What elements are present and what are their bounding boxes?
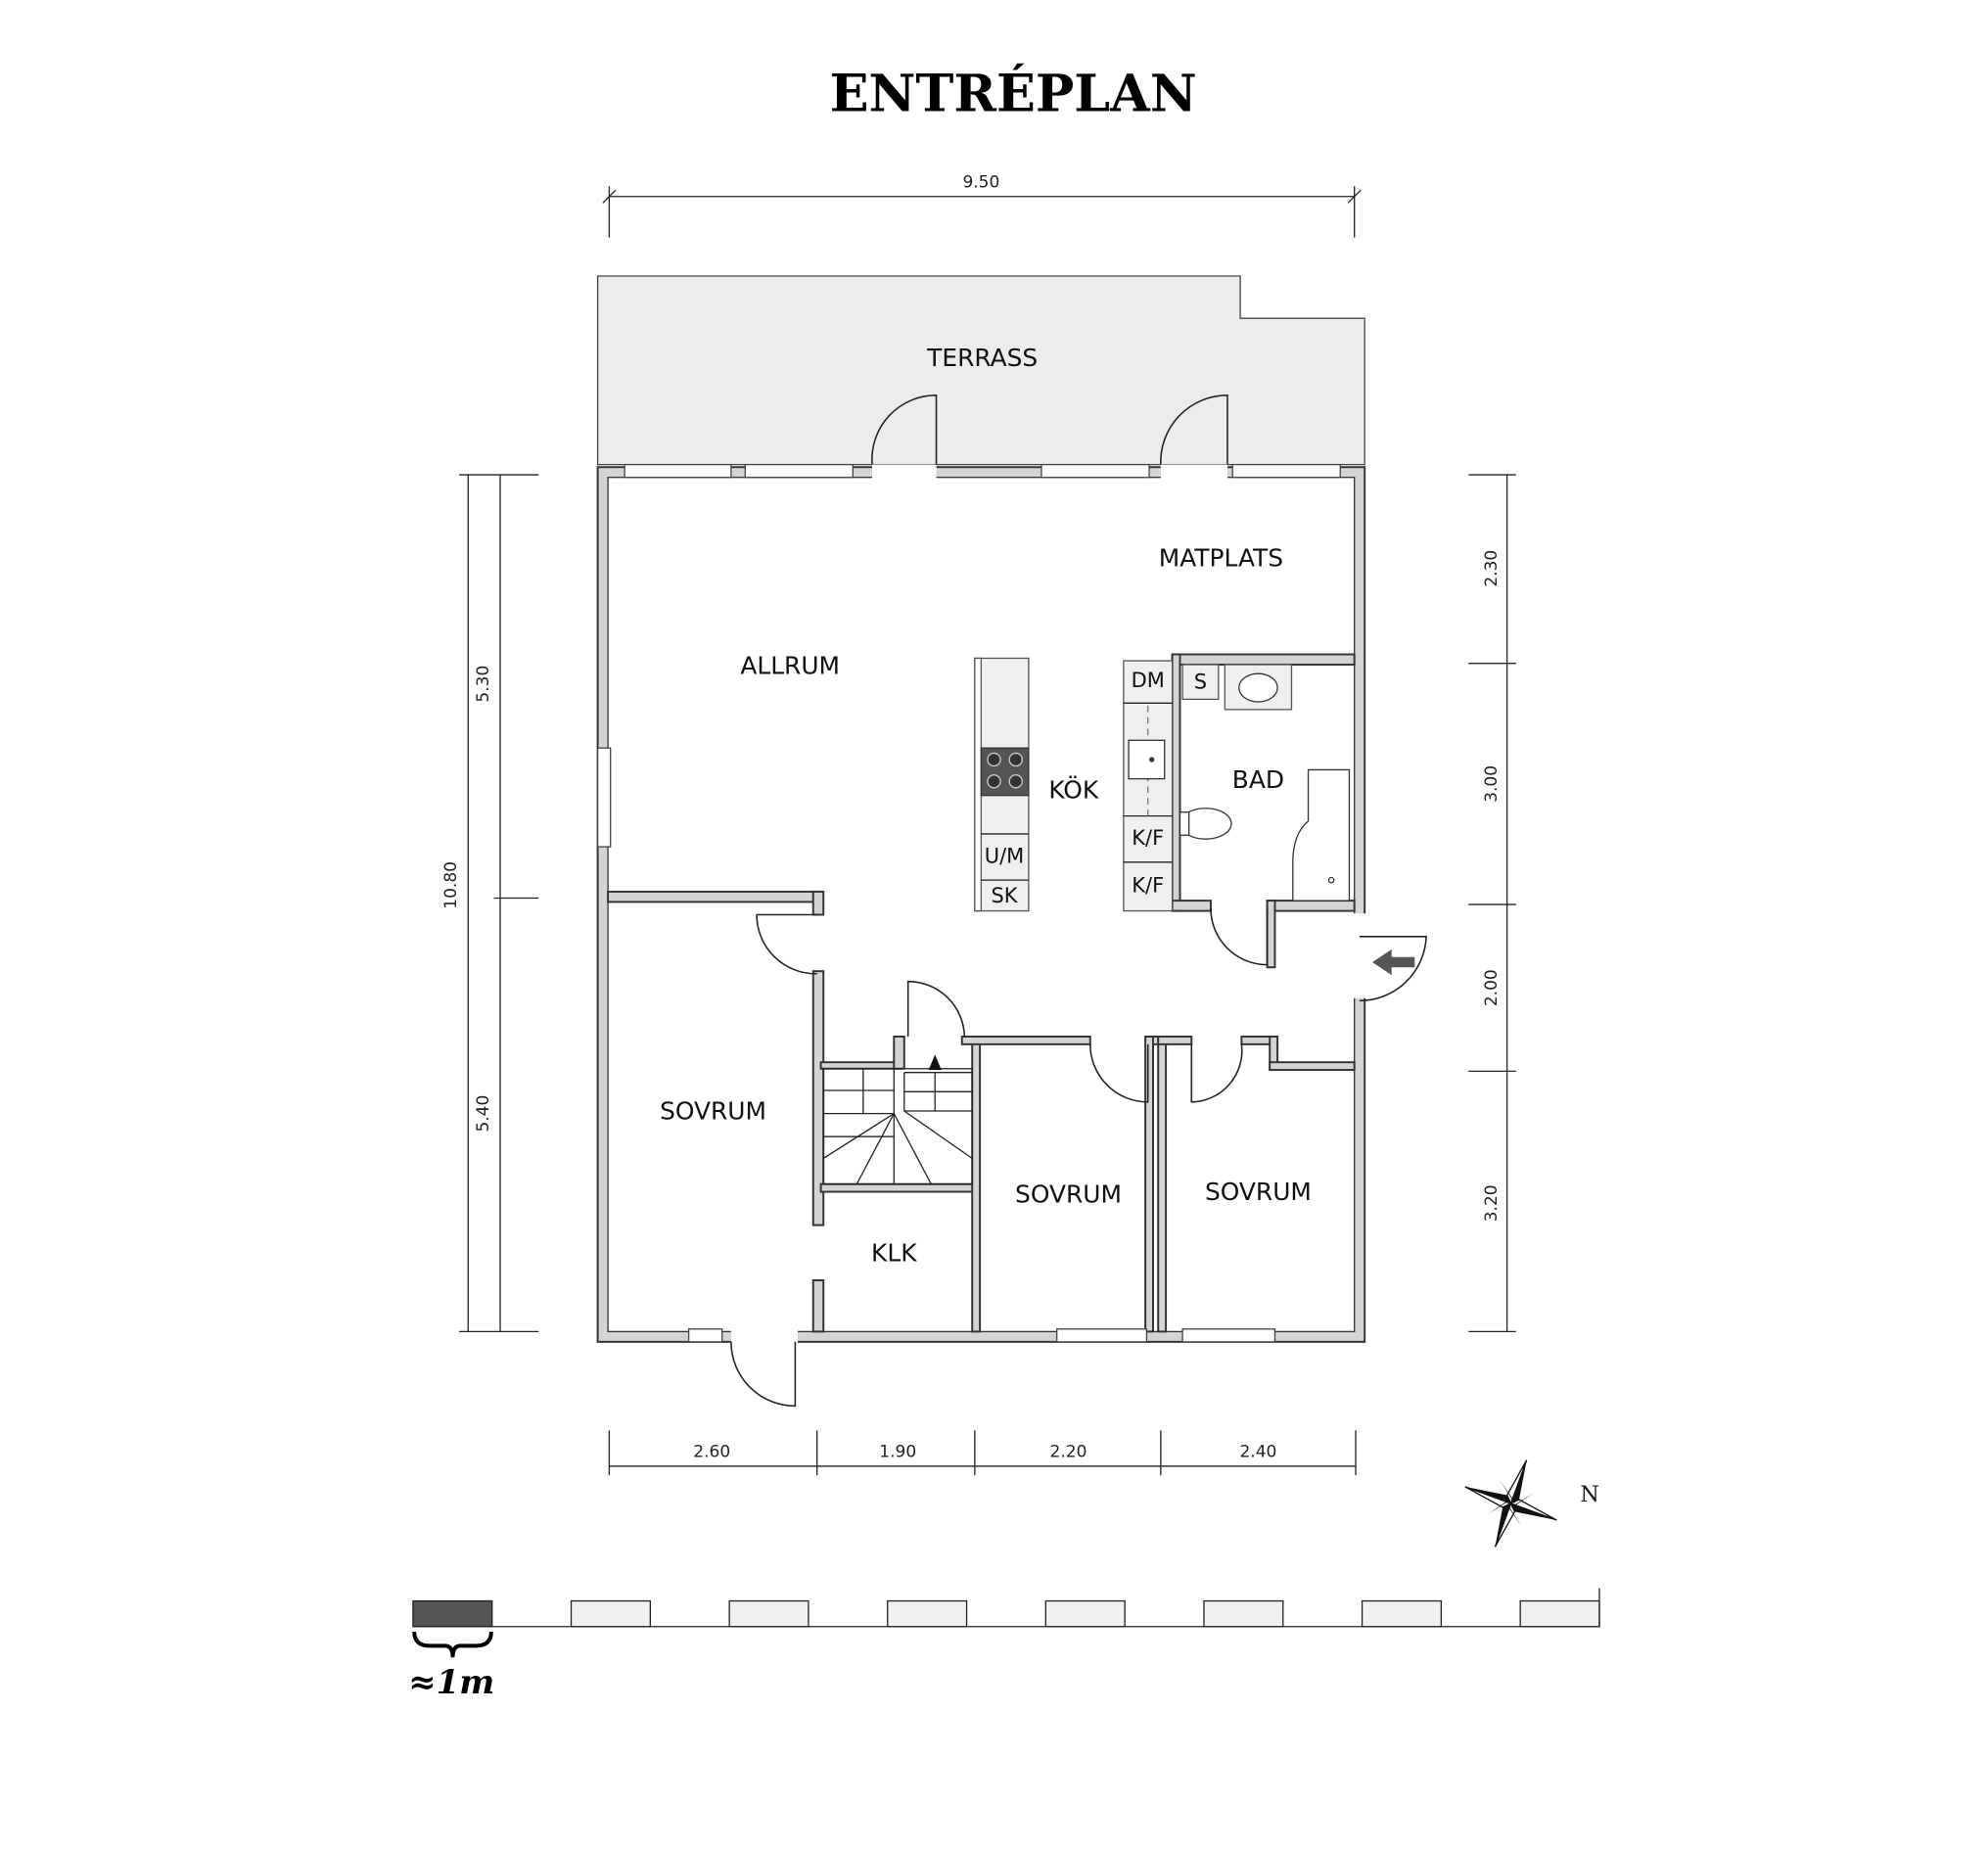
- dim-bottom-2: 1.90: [879, 1443, 916, 1462]
- left-dimensions: 10.80 5.30 5.40: [441, 474, 539, 1333]
- top-dimension: 9.50: [602, 172, 1362, 238]
- dim-right-3: 2.00: [1482, 969, 1502, 1006]
- scale-segment: [1203, 1599, 1284, 1628]
- scale-segment: [412, 1599, 493, 1628]
- fixture-dm: DM: [1132, 669, 1165, 692]
- kitchen-sink-icon: [1128, 739, 1166, 780]
- doors: [730, 394, 1427, 1408]
- windows: [596, 463, 1341, 1343]
- plan-title: ENTRÉPLAN: [830, 63, 1197, 123]
- dim-bottom-3: 2.20: [1050, 1443, 1087, 1462]
- bath-sink-icon: [1238, 672, 1278, 703]
- dim-left-total: 10.80: [441, 861, 461, 909]
- fixture-kf-2: K/F: [1132, 874, 1164, 898]
- dim-bottom-1: 2.60: [693, 1443, 730, 1462]
- dim-right-4: 3.20: [1482, 1184, 1502, 1222]
- dim-left-upper: 5.30: [474, 666, 493, 703]
- kitchen-counter: DM K/F K/F: [1123, 660, 1174, 912]
- room-label-kitchen: KÖK: [1048, 776, 1099, 805]
- scale-label: ≈1m: [408, 1663, 494, 1702]
- scale-segment: [1044, 1599, 1126, 1628]
- scale-bar: [412, 1588, 1600, 1628]
- room-label-bathroom: BAD: [1232, 765, 1284, 794]
- bathroom-fixtures: S: [1179, 664, 1351, 902]
- entrance-arrow-icon: [1372, 948, 1415, 976]
- fixture-s: S: [1194, 670, 1207, 693]
- room-label-bedroom-right: SOVRUM: [1205, 1178, 1312, 1206]
- room-label-dining: MATPLATS: [1159, 544, 1283, 573]
- bathtub-icon: [1292, 768, 1351, 902]
- bottom-dimensions: 2.60 1.90 2.20 2.40: [608, 1430, 1357, 1476]
- room-label-living: ALLRUM: [740, 652, 840, 680]
- right-dimensions: 2.30 3.00 2.00 3.20: [1468, 474, 1516, 1333]
- interior-walls: [607, 653, 1356, 1333]
- compass-rose-icon: [1464, 1459, 1557, 1548]
- scale-segment: [887, 1599, 968, 1628]
- terrace-area: [596, 275, 1365, 466]
- dim-top-label: 9.50: [962, 172, 999, 192]
- scale-segment: [570, 1599, 651, 1628]
- room-label-bedroom-left: SOVRUM: [660, 1096, 766, 1125]
- stair-up-arrow-icon: [928, 1054, 942, 1071]
- scale-segment: [1361, 1599, 1443, 1628]
- staircase: [822, 1054, 973, 1185]
- dim-right-2: 3.00: [1482, 765, 1502, 803]
- fixture-kf-1: K/F: [1132, 826, 1164, 850]
- stove-icon: [980, 747, 1030, 797]
- dim-right-1: 2.30: [1482, 550, 1502, 587]
- room-label-terrace: TERRASS: [926, 344, 1038, 372]
- fixture-sk: SK: [991, 884, 1018, 907]
- dim-bottom-4: 2.40: [1239, 1443, 1276, 1462]
- fixture-um: U/M: [985, 845, 1024, 868]
- room-label-bedroom-middle: SOVRUM: [1015, 1179, 1122, 1208]
- dim-left-lower: 5.40: [474, 1095, 493, 1133]
- scale-segment: [728, 1599, 809, 1628]
- room-label-closet: KLK: [871, 1239, 917, 1268]
- scale-segment: [1519, 1599, 1600, 1628]
- compass-north-label: N: [1580, 1482, 1598, 1507]
- scale-brace-icon: [412, 1631, 493, 1658]
- kitchen-island: U/M SK: [974, 657, 1030, 912]
